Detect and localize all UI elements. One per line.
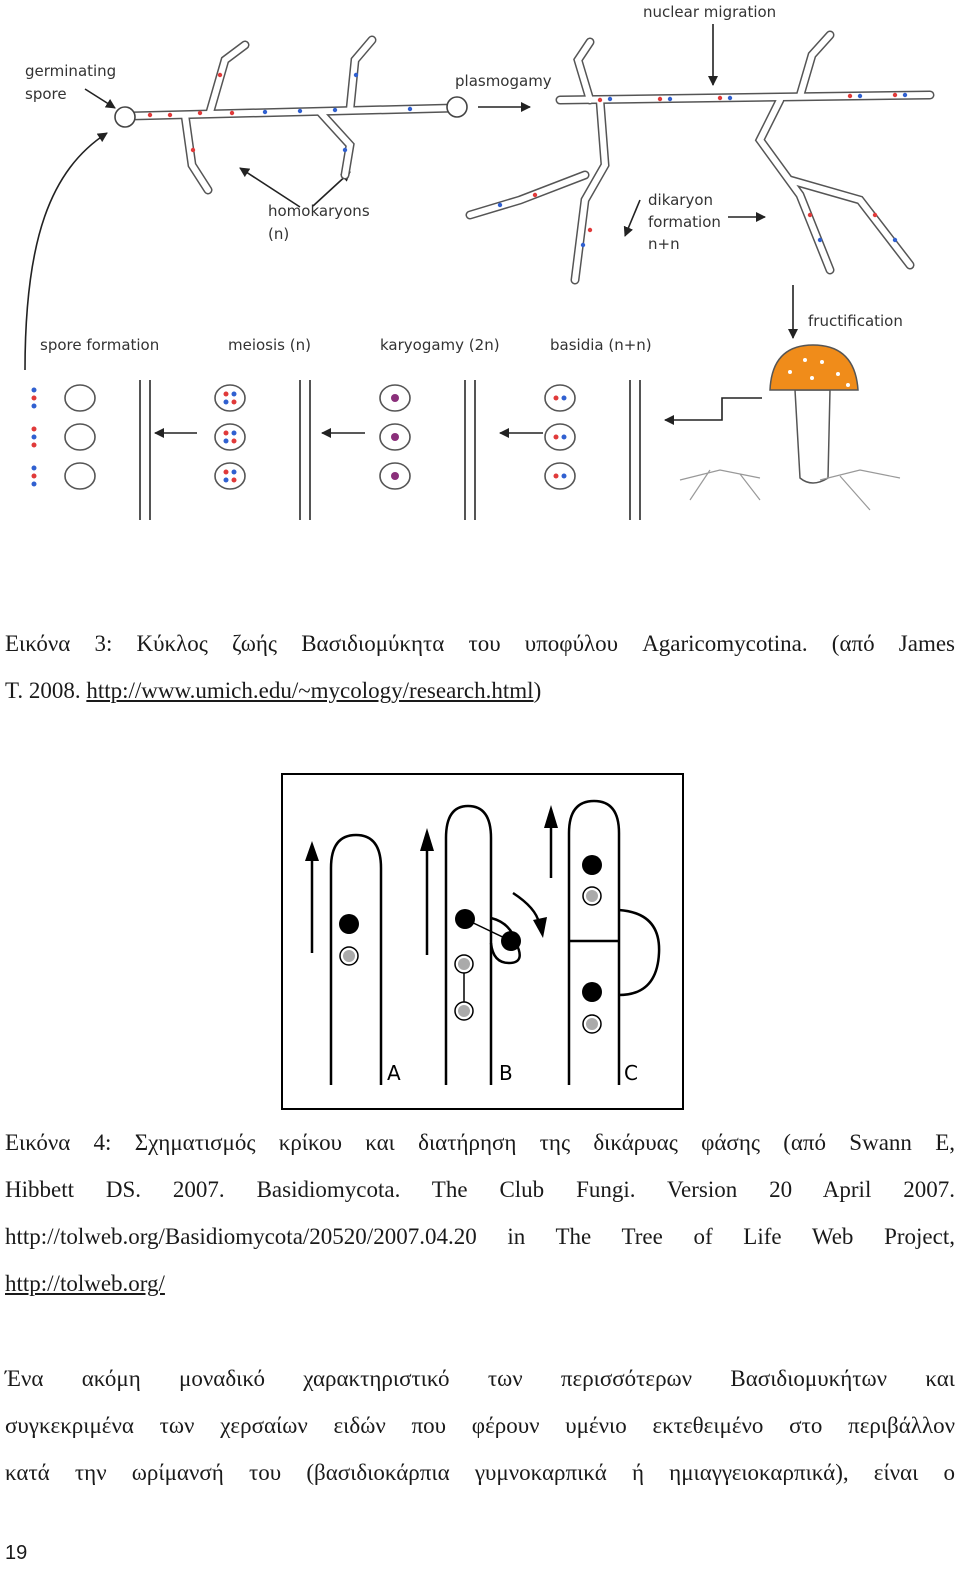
body-line2: συγκεκριμένα των χερσαίων ειδών που φέρο…	[5, 1413, 955, 1438]
label-c: C	[624, 1061, 638, 1085]
figure4-caption-line2: Hibbett DS. 2007. Basidiomycota. The Clu…	[5, 1177, 955, 1202]
cycle-arrows	[24, 24, 798, 438]
label-germinating: germinating	[25, 62, 116, 80]
figure3-caption-line1: Εικόνα 3: Κύκλος ζωής Βασιδιομύκητα του …	[5, 631, 955, 656]
body-line1: Ένα ακόμη μοναδικό χαρακτηριστικό των πε…	[5, 1366, 955, 1391]
arrow-homokaryon-left	[239, 167, 301, 208]
homokaryon-nuclei	[147, 72, 413, 153]
arrow-to-spore	[84, 88, 116, 109]
page-number: 19	[5, 1542, 28, 1564]
arrow-to-basidia	[664, 397, 762, 425]
label-dikaryon: dikaryon	[648, 191, 713, 209]
nuclei	[339, 855, 602, 1034]
basidia-columns	[139, 380, 641, 520]
arrow-cycle-return	[24, 132, 108, 371]
body-line3: κατά την ωρίμανσή του (βασιδιοκάρπια γυμ…	[5, 1460, 955, 1485]
label-fructification: fructification	[808, 312, 903, 330]
label-homokaryons: homokaryons	[268, 202, 370, 220]
figure3-caption-suffix: )	[533, 678, 542, 703]
figure4-caption-line3: http://tolweb.org/Basidiomycota/20520/20…	[5, 1224, 955, 1249]
mushroom-icon	[679, 344, 901, 511]
label-a: A	[387, 1061, 401, 1085]
basidia-cells	[64, 384, 576, 490]
label-meiosis: meiosis (n)	[228, 336, 311, 354]
figure4-caption-link[interactable]: http://tolweb.org/	[5, 1271, 165, 1296]
figure4-caption-line1: Εικόνα 4: Σχηματισμός κρίκου και διατήρη…	[5, 1130, 955, 1155]
label-spore-formation: spore formation	[40, 336, 159, 354]
arrows-growth	[305, 805, 558, 955]
figure3-caption-link[interactable]: http://www.umich.edu/~mycology/research.…	[86, 678, 534, 703]
label-homokaryons-n: (n)	[268, 225, 289, 243]
clamp-connection-figure: A B C	[281, 773, 684, 1110]
label-karyogamy: karyogamy (2n)	[380, 336, 500, 354]
figure3-caption-prefix: T. 2008.	[5, 678, 87, 703]
figure4-caption-line4: http://tolweb.org/	[5, 1260, 955, 1307]
basidia-nuclei	[31, 387, 567, 487]
label-n-plus-n: n+n	[648, 235, 680, 253]
figure3-caption-line2: T. 2008. http://www.umich.edu/~mycology/…	[5, 667, 955, 714]
life-cycle-figure: germinating spore homokaryons (n) plasmo…	[24, 3, 935, 520]
label-basidia: basidia (n+n)	[550, 336, 652, 354]
label-nuclear-migration: nuclear migration	[643, 3, 776, 21]
label-spore: spore	[25, 85, 67, 103]
hyphae-outlines	[329, 799, 661, 1085]
label-b: B	[499, 1061, 513, 1085]
label-formation: formation	[648, 213, 721, 231]
dikaryon-nuclei	[497, 92, 908, 248]
label-plasmogamy: plasmogamy	[455, 72, 552, 90]
arrow-dikaryon-left	[623, 199, 641, 237]
